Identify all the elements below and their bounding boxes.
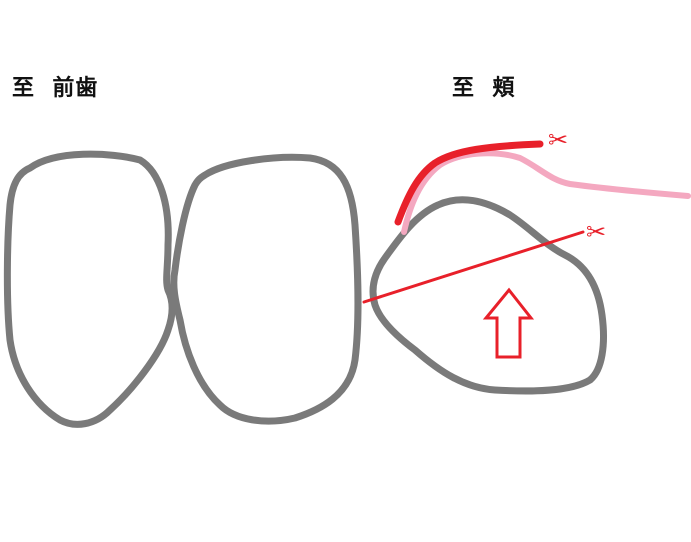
soft-tissue-line <box>401 150 691 235</box>
cut-line <box>362 230 585 304</box>
scissors-icon-upper: ✂ <box>548 126 569 154</box>
tooth-outline-middle <box>170 153 362 425</box>
label-cheek: 至 頬 <box>452 76 516 101</box>
scissors-icon-lower: ✂ <box>586 218 607 246</box>
up-arrow-icon <box>482 287 535 359</box>
incision-line-upper <box>394 140 544 226</box>
tooth-outline-left <box>3 150 176 428</box>
label-anterior-teeth: 至 前歯 <box>12 76 99 101</box>
tooth-outline-right <box>369 196 607 395</box>
